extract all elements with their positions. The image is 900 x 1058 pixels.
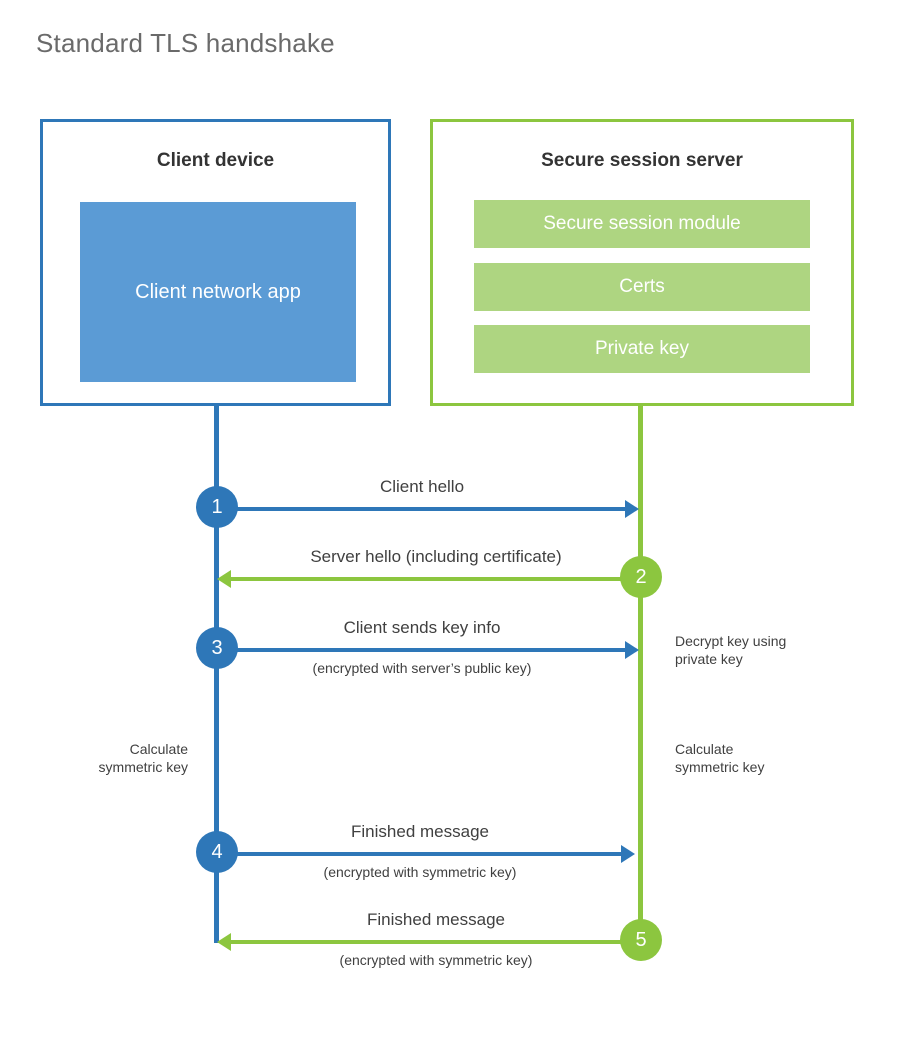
page-title: Standard TLS handshake	[36, 28, 335, 58]
message-arrow-line	[231, 577, 641, 581]
message-arrow-line	[217, 648, 627, 652]
arrow-head-right-icon	[621, 845, 635, 863]
message-label: Server hello (including certificate)	[310, 547, 562, 566]
message-label: Client hello	[379, 477, 465, 496]
note-server-decrypt-key: Decrypt key using private key	[675, 633, 787, 668]
server-component-label: Certs	[619, 276, 665, 297]
client-network-app-block: Client network app	[80, 202, 356, 382]
step-circle-2: 2	[620, 556, 662, 598]
message-arrow-line	[217, 852, 623, 856]
secure-session-server-title: Secure session server	[541, 150, 743, 171]
server-component-secure-session-module: Secure session module	[474, 200, 810, 248]
arrow-head-right-icon	[625, 641, 639, 659]
message-sublabel: (encrypted with server’s public key)	[312, 660, 532, 676]
message-sublabel: (encrypted with symmetric key)	[339, 952, 533, 968]
step-number: 5	[635, 928, 647, 951]
server-component-private-key: Private key	[474, 325, 810, 373]
step-circle-5: 5	[620, 919, 662, 961]
server-lifeline	[638, 403, 643, 940]
client-device-box: Client device Client network app	[40, 119, 391, 406]
message-arrow-line	[217, 507, 627, 511]
note-client-calculate-symmetric-key: Calculate symmetric key	[98, 741, 188, 776]
step-circle-1: 1	[196, 486, 238, 528]
message-label: Client sends key info	[343, 618, 501, 637]
client-device-title: Client device	[156, 150, 275, 171]
secure-session-server-box: Secure session server Secure session mod…	[430, 119, 854, 406]
server-component-label: Secure session module	[543, 213, 741, 234]
arrow-head-left-icon	[217, 933, 231, 951]
server-component-label: Private key	[595, 338, 689, 359]
note-server-calculate-symmetric-key: Calculate symmetric key	[675, 741, 765, 776]
step-number: 1	[211, 495, 223, 518]
step-number: 4	[211, 840, 223, 863]
server-component-certs: Certs	[474, 263, 810, 311]
arrow-head-left-icon	[217, 570, 231, 588]
step-number: 3	[211, 636, 223, 659]
step-circle-4: 4	[196, 831, 238, 873]
message-arrow-line	[231, 940, 641, 944]
message-label: Finished message	[351, 822, 489, 841]
message-label: Finished message	[367, 910, 505, 929]
client-lifeline	[214, 403, 219, 943]
step-circle-3: 3	[196, 627, 238, 669]
step-number: 2	[635, 565, 647, 588]
message-sublabel: (encrypted with symmetric key)	[323, 864, 517, 880]
client-network-app-label: Client network app	[135, 280, 301, 303]
arrow-head-right-icon	[625, 500, 639, 518]
